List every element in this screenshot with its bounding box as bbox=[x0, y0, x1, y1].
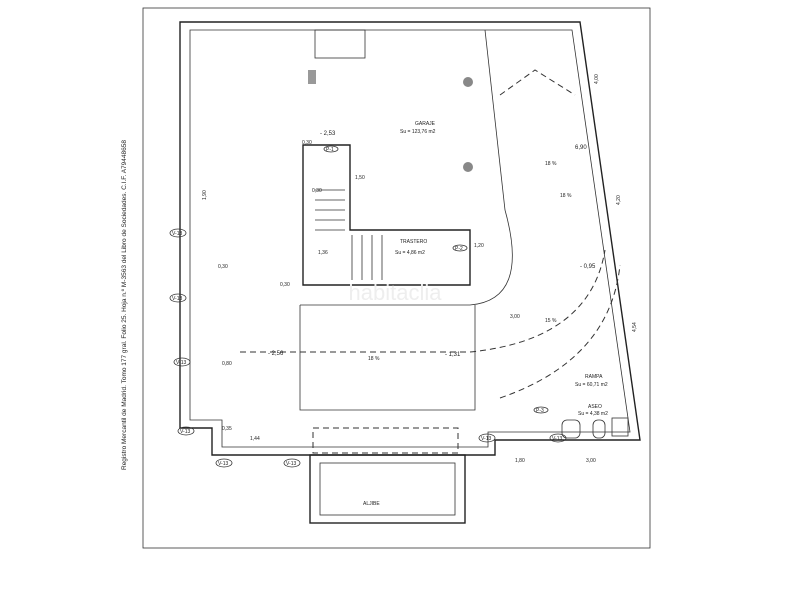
column-round bbox=[463, 77, 473, 87]
door-tag-outline bbox=[533, 406, 549, 414]
dim: 1,20 bbox=[474, 243, 484, 249]
column bbox=[308, 70, 316, 84]
slope: 15 % bbox=[545, 318, 557, 324]
room-name-rampa: RAMPA bbox=[585, 374, 603, 380]
door-tag: P-3 bbox=[536, 408, 544, 414]
dim: 4,20 bbox=[616, 195, 622, 205]
dim: 3,00 bbox=[586, 458, 596, 464]
dim: 0,35 bbox=[222, 426, 232, 432]
dim: 1,44 bbox=[250, 436, 260, 442]
room-area-rampa: Su = 60,71 m2 bbox=[575, 382, 608, 388]
window-tag: V-13 bbox=[481, 436, 492, 442]
aljibe-top bbox=[312, 427, 459, 454]
slope: 18 % bbox=[545, 161, 557, 167]
window-tag: V-13 bbox=[172, 296, 183, 302]
window-tag: V-13 bbox=[172, 231, 183, 237]
level-stair-bottom: 1,36 bbox=[318, 250, 328, 256]
dim: 1,90 bbox=[202, 190, 208, 200]
ramp-slab bbox=[299, 305, 476, 411]
slope: 18 % bbox=[368, 356, 380, 362]
dim: 0,30 bbox=[218, 264, 228, 270]
window-tag: V-13 bbox=[552, 436, 563, 442]
window-tag: V-13 bbox=[286, 461, 297, 467]
dim: 1,80 bbox=[515, 458, 525, 464]
dim: 0,30 bbox=[312, 188, 322, 194]
level-stair-top: - 2,53 bbox=[320, 131, 336, 137]
level: - 1,31 bbox=[445, 352, 461, 358]
room-name-aljibe: ALJIBE bbox=[363, 501, 380, 507]
window-tag: V-13 bbox=[180, 429, 191, 435]
dim: 4,54 bbox=[632, 322, 638, 332]
ramp-arrow bbox=[499, 69, 576, 96]
room-area-aseo: Su = 4,38 m2 bbox=[578, 411, 608, 417]
watermark: habitaclia bbox=[349, 280, 443, 305]
stair-core bbox=[302, 144, 471, 286]
dim: 1,50 bbox=[355, 175, 365, 181]
aljibe-inner bbox=[319, 462, 456, 516]
window-tag: V-13 bbox=[218, 461, 229, 467]
aljibe bbox=[309, 454, 466, 524]
level: - 2,56 bbox=[268, 351, 284, 357]
door-tag: P-2 bbox=[455, 246, 463, 252]
dim: 3,00 bbox=[510, 314, 520, 320]
top-opening bbox=[314, 29, 366, 59]
window-tags: V-13 V-13 V-13 V-13 V-13 V-13 V-13 V-13 bbox=[169, 228, 567, 468]
dim: 0,30 bbox=[302, 140, 312, 146]
room-name-trastero: TRASTERO bbox=[400, 239, 427, 245]
door-tag-outline bbox=[452, 244, 468, 252]
door-tag-outline bbox=[323, 145, 339, 153]
window-tag: V-13 bbox=[176, 360, 187, 366]
door-tag: P-1 bbox=[326, 147, 334, 153]
ramp-edge bbox=[300, 29, 513, 306]
level: - 0,95 bbox=[580, 264, 596, 270]
slope: 18 % bbox=[560, 193, 572, 199]
ramp-path-outer bbox=[499, 264, 621, 399]
toilet bbox=[592, 419, 606, 439]
room-area-trastero: Su = 4,86 m2 bbox=[395, 250, 425, 256]
sheet-border bbox=[142, 7, 651, 549]
room-area-garaje: Su = 123,76 m2 bbox=[400, 129, 436, 135]
room-name-garaje: GARAJE bbox=[415, 121, 436, 127]
dim: 0,30 bbox=[280, 282, 290, 288]
dim: 0,80 bbox=[222, 361, 232, 367]
shower bbox=[611, 417, 629, 437]
dim: 4,00 bbox=[594, 74, 600, 84]
washbasin bbox=[561, 419, 581, 439]
stair-steps bbox=[315, 189, 383, 280]
inner-wall bbox=[189, 29, 631, 448]
ramp-path bbox=[240, 249, 606, 353]
column-round bbox=[463, 162, 473, 172]
room-name-aseo: ASEO bbox=[588, 404, 602, 410]
registry-note: Registro Mercantil de Madrid. Tomo 177 g… bbox=[121, 140, 128, 470]
dim: 6,90 bbox=[575, 145, 587, 151]
